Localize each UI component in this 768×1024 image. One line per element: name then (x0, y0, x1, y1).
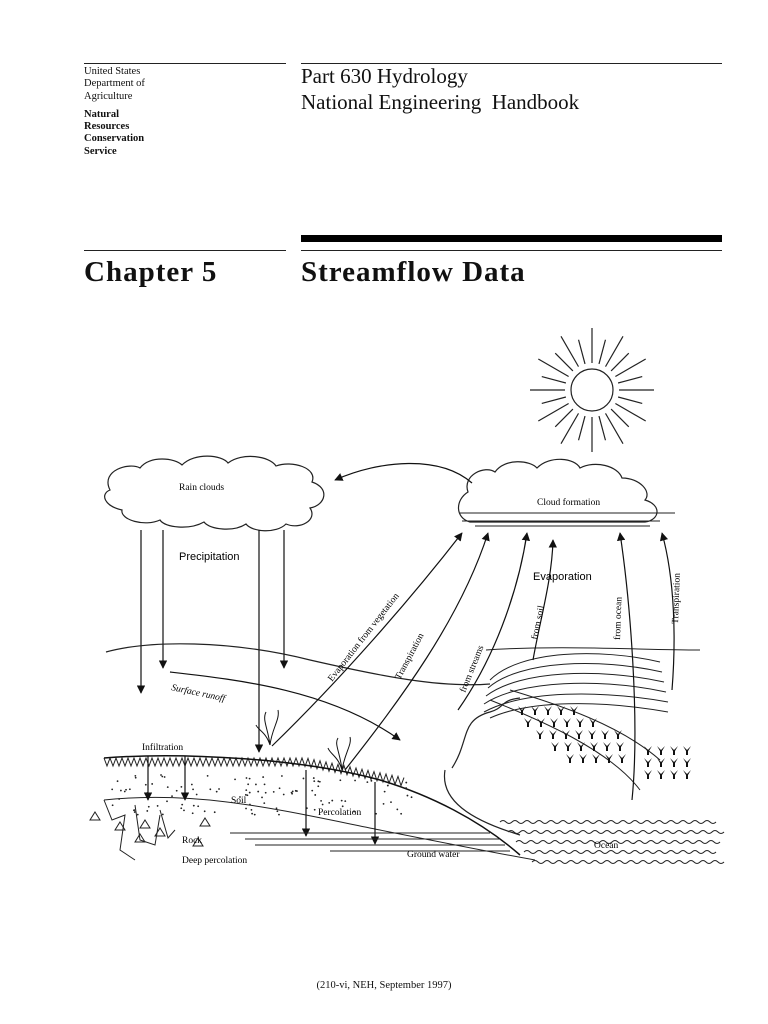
chapter-thick-rule (301, 235, 722, 242)
precipitation-arrows (136, 530, 289, 753)
evaporation-label: Evaporation (533, 571, 592, 583)
handbook-title: National Engineering Handbook (301, 90, 580, 114)
surface-runoff-label: Surface runoff (170, 682, 227, 704)
stream (443, 697, 521, 836)
horizon-line (105, 643, 491, 686)
rock-icon (89, 799, 211, 861)
grass-surface (103, 756, 405, 788)
agency-block: United States Department of Agriculture … (84, 66, 145, 158)
rain-clouds-label: Rain clouds (179, 483, 224, 493)
transpiration-left-label: Transpiration (394, 632, 427, 682)
evaporation-arrows (271, 532, 675, 801)
service-line: Conservation (84, 133, 145, 145)
service-line: Service (84, 145, 117, 157)
surface-runoff-line (169, 671, 401, 741)
soil-particles (111, 774, 413, 816)
ground-water-lines (230, 832, 510, 852)
cloud-formation-label: Cloud formation (537, 497, 600, 508)
soil-label: Soil (231, 796, 247, 806)
sun-icon (530, 328, 654, 452)
infiltration-label: Infiltration (142, 742, 183, 753)
part-title: Part 630 Hydrology (301, 64, 468, 88)
ocean-label: Ocean (594, 841, 619, 851)
from-streams-label: from streams (458, 643, 487, 694)
service-line: Natural (84, 108, 119, 120)
chapter-rule-right (301, 250, 722, 251)
handbook-title-block: Part 630 Hydrology National Engineering … (301, 63, 579, 115)
chapter-rule-left (84, 250, 286, 251)
evap-vegetation-label: Evaporation from vegetation (326, 591, 402, 684)
footer-citation: (210-vi, NEH, September 1997) (316, 980, 452, 991)
cloud-transfer-arrow (334, 462, 473, 484)
forest-trees (518, 706, 691, 779)
header-rule-left (84, 63, 286, 64)
hill-contours (483, 647, 701, 791)
service-block: Natural Resources Conservation Service (84, 109, 145, 158)
ground-water-label: Ground water (407, 850, 460, 860)
header-rule-right (301, 63, 722, 64)
from-ocean-label: from ocean (612, 597, 625, 641)
precipitation-label: Precipitation (179, 551, 240, 563)
chapter-title: Streamflow Data (301, 256, 526, 288)
rain-clouds-icon (104, 455, 325, 532)
from-soil-label: from soil (529, 604, 547, 640)
ground-surface (103, 755, 521, 856)
service-line: Resources (84, 121, 130, 133)
chapter-label: Chapter 5 (84, 256, 218, 288)
percolation-label: Percolation (318, 808, 362, 818)
cloud-base-lines (460, 512, 675, 527)
transpiration-right-label: Transpiration (671, 573, 683, 624)
agency-line: Department of (84, 78, 145, 90)
ocean-waves (499, 820, 725, 864)
agency-line: Agriculture (84, 90, 133, 102)
plant-icon (255, 709, 351, 771)
cloud-formation-icon (457, 458, 658, 523)
deep-percolation-label: Deep percolation (182, 856, 247, 866)
agency-line: United States (84, 66, 141, 77)
rock-label: Rock (182, 836, 202, 846)
percolation-arrows (301, 770, 380, 845)
